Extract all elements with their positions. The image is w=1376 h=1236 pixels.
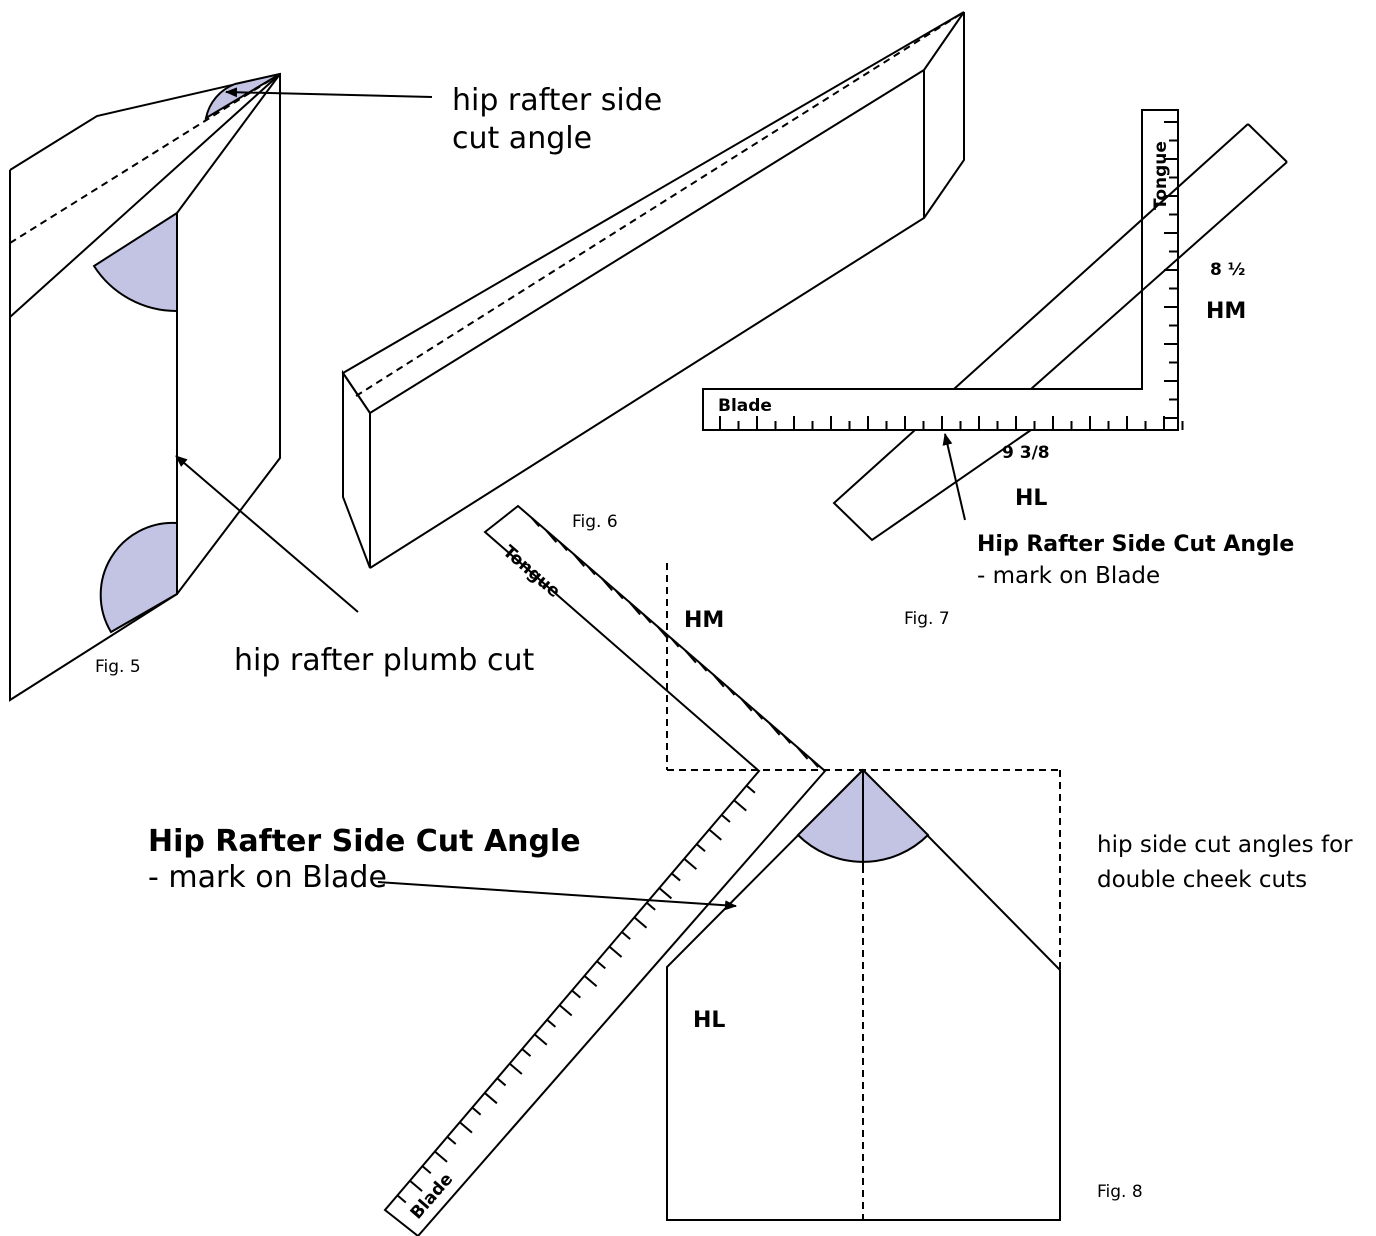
fig7-angle-note: - mark on Blade xyxy=(977,563,1160,589)
scale-tick xyxy=(608,945,623,958)
scale-tick xyxy=(733,799,747,812)
fig5-caption: Fig. 5 xyxy=(95,657,141,677)
scale-tick xyxy=(559,541,568,552)
scale-tick xyxy=(596,960,606,970)
scale-tick xyxy=(434,1150,448,1163)
fig8-angle-note: - mark on Blade xyxy=(148,860,387,895)
fig5-side-cut-label-line1: hip rafter side xyxy=(452,83,662,118)
scale-tick xyxy=(671,872,681,882)
scale-tick xyxy=(726,686,736,696)
fig7-caption: Fig. 7 xyxy=(904,609,950,629)
scale-tick xyxy=(720,814,731,823)
scale-tick xyxy=(658,887,673,900)
fig7-hl-label: HL xyxy=(1015,486,1047,511)
scale-tick xyxy=(583,975,598,988)
scale-tick xyxy=(531,517,540,528)
fig8-hm-label: HM xyxy=(684,608,724,633)
fig8-double-cheek-label-line1: hip side cut angles for xyxy=(1097,832,1353,858)
fig6-rafter xyxy=(341,11,965,569)
scale-tick xyxy=(484,1092,498,1105)
scale-tick xyxy=(708,828,722,841)
scale-tick xyxy=(396,1194,407,1204)
fig7-scale-ticks xyxy=(719,121,1184,430)
fig5-lower-plumb-angle-marker xyxy=(99,521,178,634)
fig5-side-cut-label-line2: cut angle xyxy=(452,121,592,156)
scale-tick xyxy=(628,601,641,616)
fig5-rafter xyxy=(9,72,433,702)
scale-tick xyxy=(614,589,624,600)
scale-tick xyxy=(496,1077,507,1087)
fig6-caption: Fig. 6 xyxy=(572,512,618,532)
fig8-double-cheek-label-line2: double cheek cuts xyxy=(1097,867,1307,893)
scale-tick xyxy=(810,758,819,768)
scale-tick xyxy=(546,1019,557,1028)
fig8-rafter-plan xyxy=(666,563,1061,1221)
fig5-upper-plumb-angle-marker xyxy=(92,211,178,313)
scale-tick xyxy=(521,1048,532,1057)
fig8-scale-ticks xyxy=(396,517,819,1204)
fig8-angle-title: Hip Rafter Side Cut Angle xyxy=(148,824,581,859)
scale-tick xyxy=(698,661,708,672)
fig8-caption: Fig. 8 xyxy=(1097,1182,1143,1202)
scale-tick xyxy=(740,698,753,712)
scale-tick xyxy=(646,901,656,911)
scale-tick xyxy=(796,746,809,760)
scale-tick xyxy=(670,637,680,648)
scale-tick xyxy=(545,529,558,543)
scale-tick xyxy=(587,565,596,576)
fig7-angle-title: Hip Rafter Side Cut Angle xyxy=(977,532,1294,557)
scale-tick xyxy=(509,1062,523,1075)
fig7-framing-square xyxy=(702,109,1184,431)
scale-tick xyxy=(782,734,792,744)
scale-tick xyxy=(696,843,706,853)
scale-tick xyxy=(421,1165,432,1174)
scale-tick xyxy=(642,613,652,624)
fig8-hl-label: HL xyxy=(693,1008,725,1033)
scale-tick xyxy=(656,625,669,640)
fig5-side-cut-angle-marker xyxy=(204,73,281,121)
fig7-blade-value: 9 3/8 xyxy=(1002,443,1050,463)
fig7-blade-label: Blade xyxy=(718,396,772,416)
scale-tick xyxy=(633,916,648,929)
scale-tick xyxy=(712,673,725,688)
fig8-framing-square xyxy=(383,504,827,1236)
fig7-hm-label: HM xyxy=(1206,299,1246,324)
scale-tick xyxy=(600,577,613,592)
scale-tick xyxy=(683,858,698,870)
scale-tick xyxy=(558,1004,573,1017)
scale-tick xyxy=(684,649,697,664)
scale-tick xyxy=(446,1136,457,1145)
scale-tick xyxy=(409,1179,423,1192)
scale-tick xyxy=(533,1033,548,1046)
fig7-tongue-label: Tongue xyxy=(1151,141,1171,210)
scale-tick xyxy=(768,722,781,736)
fig7-rafter-board xyxy=(832,123,1288,542)
fig8-blade-label: Blade xyxy=(407,1169,458,1223)
fig7-tongue-value: 8 ½ xyxy=(1210,260,1245,280)
scale-tick xyxy=(573,553,586,567)
scale-tick xyxy=(754,710,764,720)
scale-tick xyxy=(745,784,756,794)
fig8-tongue-label: Tongue xyxy=(499,542,564,602)
scale-tick xyxy=(621,931,631,940)
scale-tick xyxy=(571,989,582,999)
fig5-plumb-cut-label: hip rafter plumb cut xyxy=(234,643,534,678)
scale-tick xyxy=(471,1106,482,1116)
scale-tick xyxy=(459,1121,473,1134)
